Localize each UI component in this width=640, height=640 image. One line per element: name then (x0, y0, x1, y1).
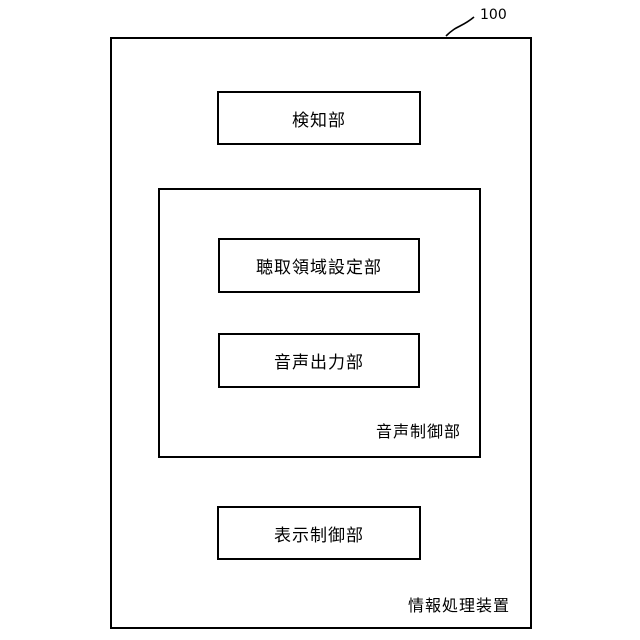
leader-line-100 (446, 17, 474, 36)
device-label: 情報処理装置 (408, 592, 510, 616)
ref-100: 100 (480, 7, 507, 23)
detection-unit-label: 検知部 (217, 91, 421, 145)
audio-output-unit-label: 音声出力部 (218, 333, 420, 388)
listening-area-setting-unit-label: 聴取領域設定部 (218, 238, 420, 293)
audio-control-unit-label: 音声制御部 (376, 418, 461, 442)
display-control-unit-label: 表示制御部 (217, 506, 421, 560)
